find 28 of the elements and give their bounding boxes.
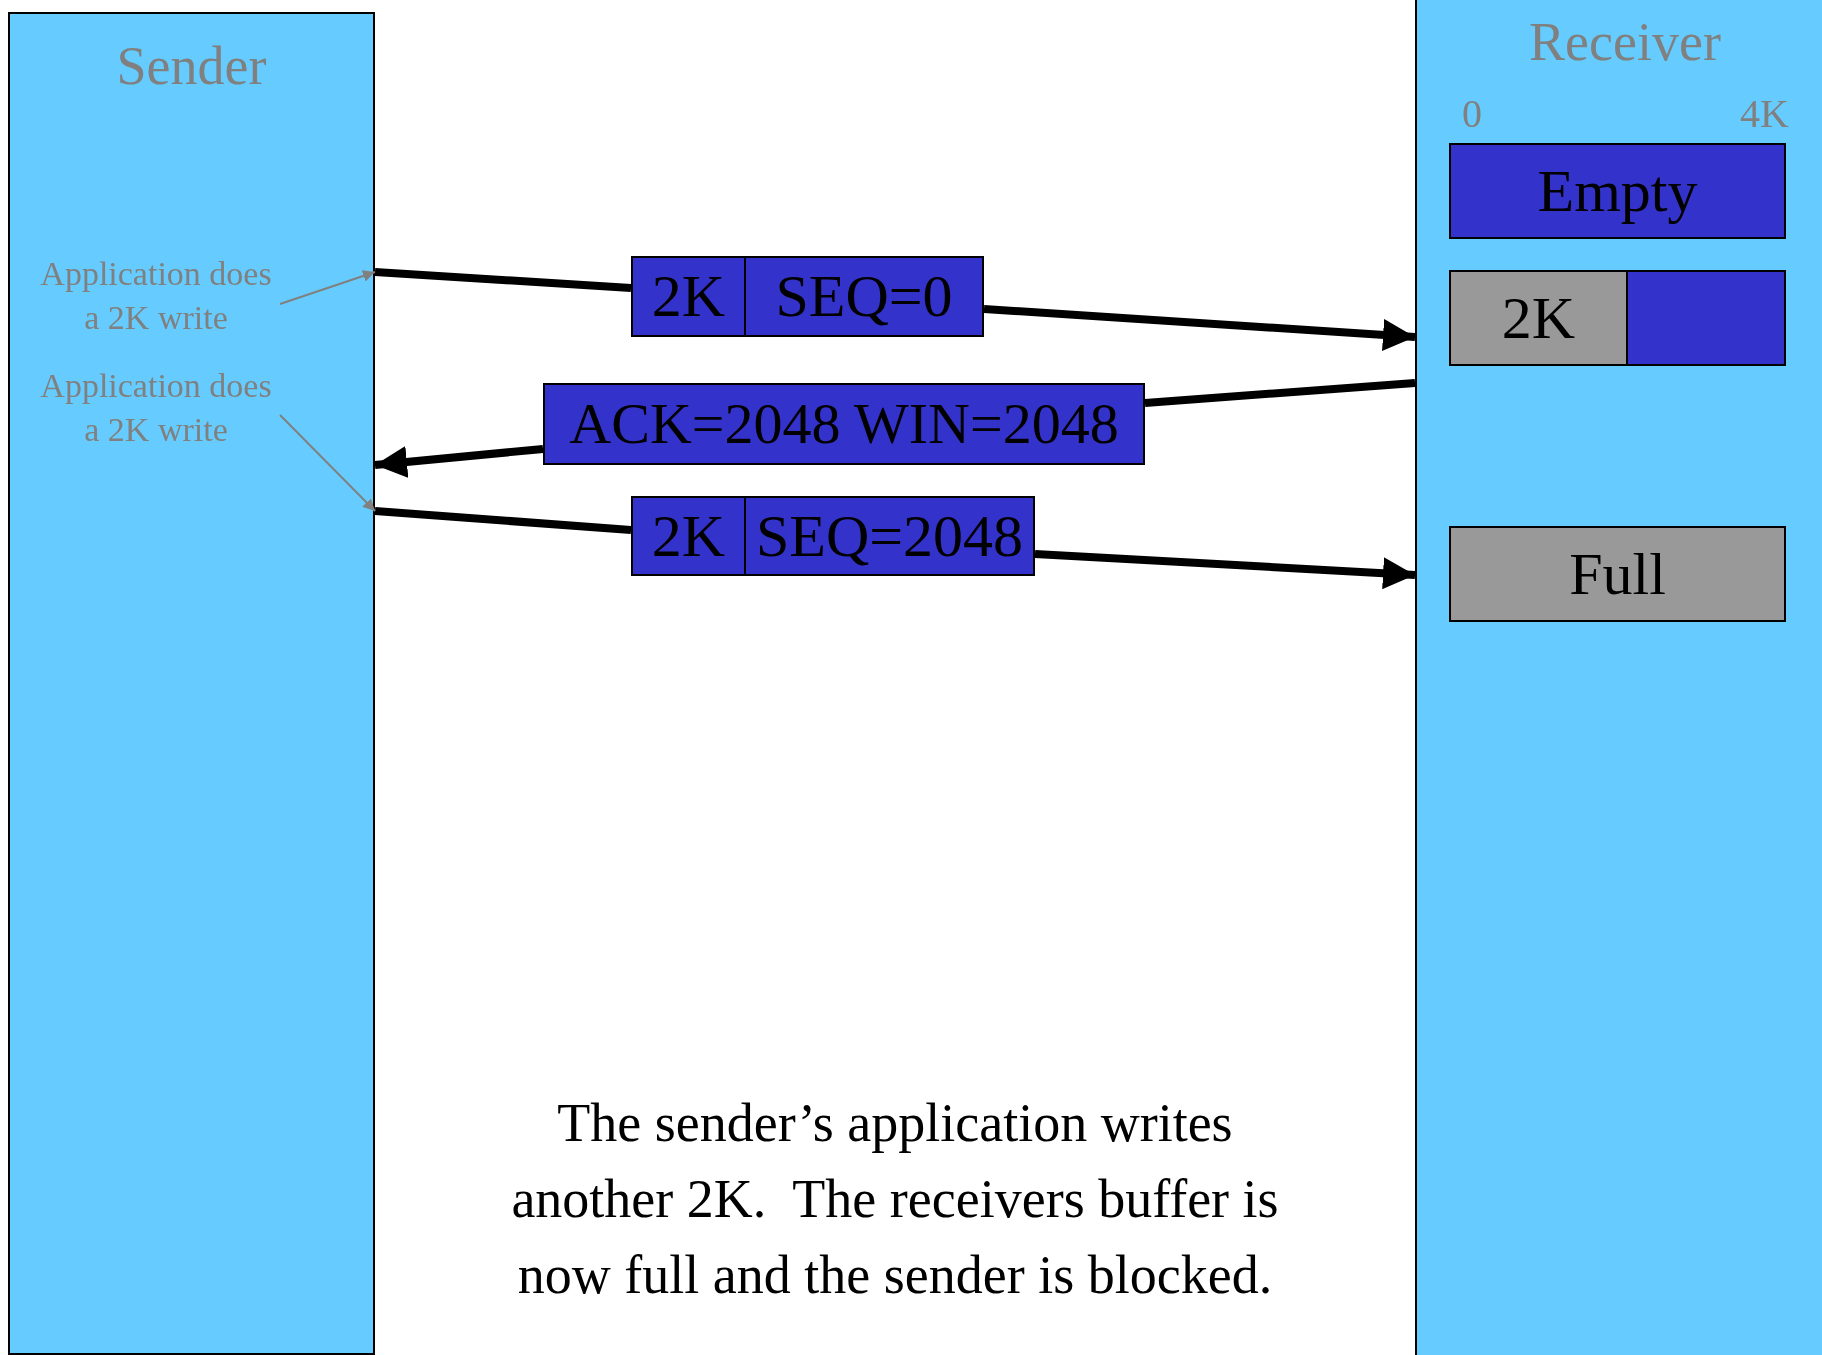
connector-line (374, 268, 632, 292)
note-text: Application does a 2K write (32, 364, 280, 448)
segment-size: 2K (633, 498, 746, 574)
receiver-lane (1415, 0, 1822, 1355)
lane-title: Receiver (1528, 12, 1722, 72)
buffer-bar (1449, 270, 1786, 366)
segment-header: SEQ=2048 (754, 502, 1025, 571)
segment-box (631, 496, 1035, 576)
scale-label: 4K (1740, 92, 1789, 136)
arrow (983, 305, 1416, 351)
segment-box: ACK=2048 WIN=2048 (543, 383, 1145, 465)
arrow (1034, 550, 1416, 590)
segment-header: SEQ=0 (774, 262, 954, 331)
buffer-bar: Full (1449, 526, 1786, 622)
lane-title: Sender (115, 36, 268, 96)
buffer-bar: Empty (1449, 143, 1786, 239)
connector-line (1144, 379, 1416, 407)
connector-line (374, 507, 632, 534)
note-text: Application does a 2K write (32, 252, 280, 336)
caption-text: The sender’s application writes another 2K. The receivers buffer is now full and the sender is blocked. (510, 1092, 1280, 1307)
scale-label: 0 (1462, 92, 1482, 136)
buffer-fill: 2K (1451, 272, 1628, 364)
segment-size: 2K (633, 258, 746, 335)
sender-lane (8, 12, 375, 1355)
leader-line (279, 414, 376, 512)
leader-line (279, 270, 376, 305)
arrow (374, 445, 544, 478)
segment-box (631, 256, 984, 337)
